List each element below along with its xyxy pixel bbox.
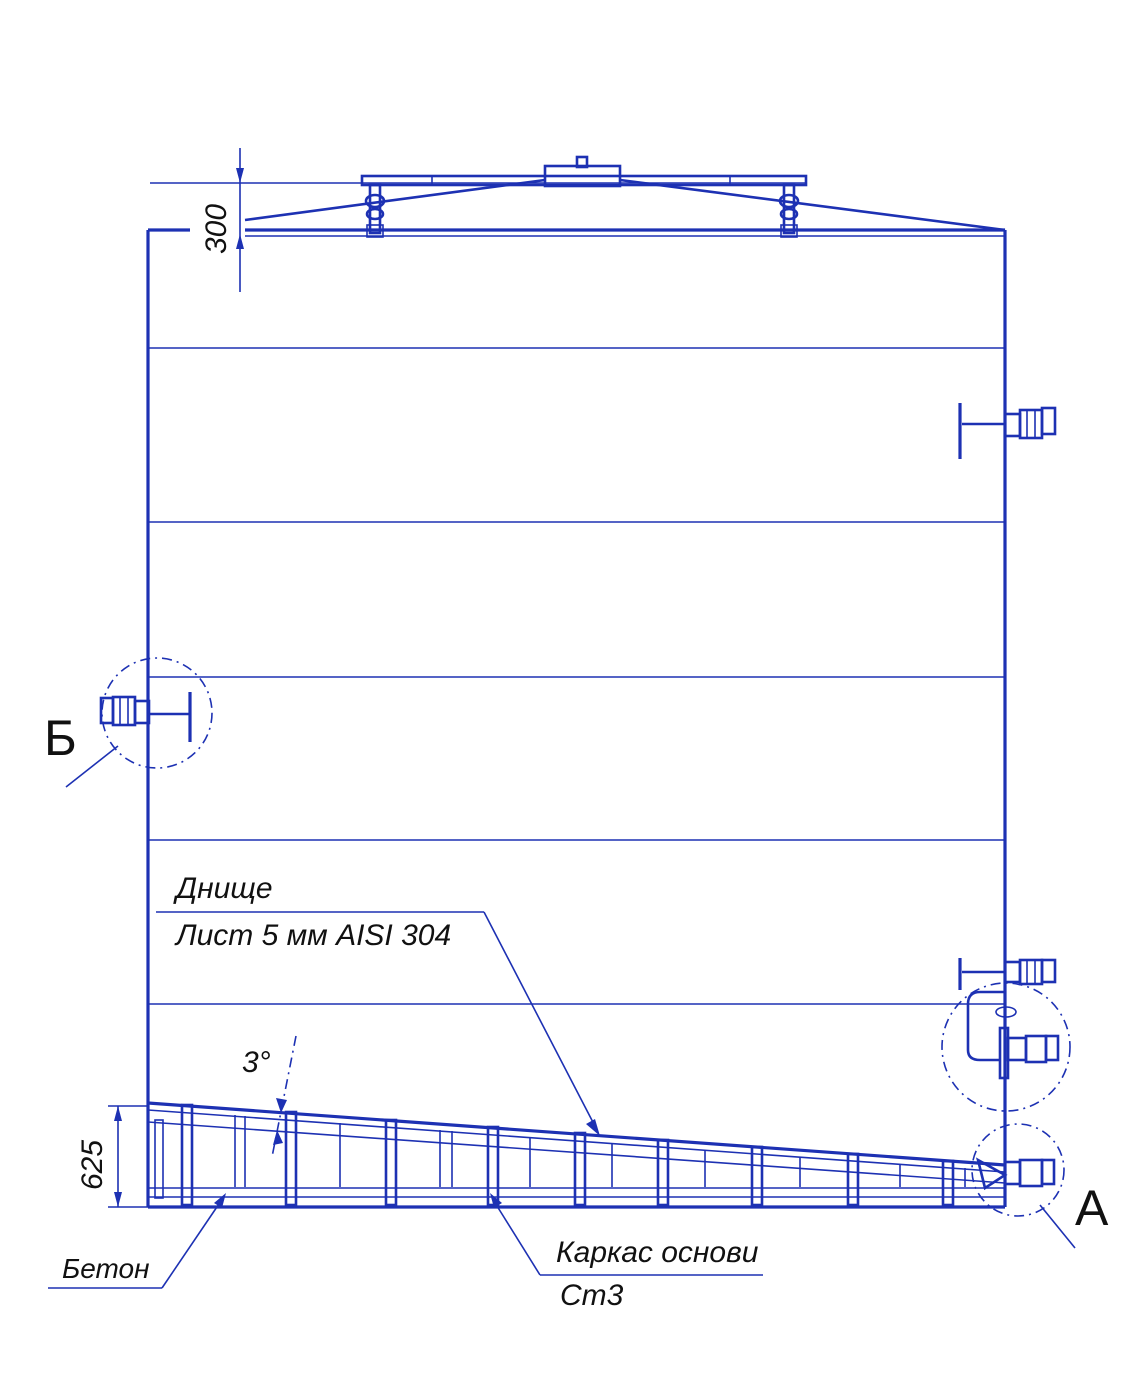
callout-frame-material: Ст3 [560,1279,624,1312]
drain-valve-icon: А [971,1123,1109,1249]
dimension-angle: 3° [242,1035,297,1158]
detail-label-a: А [1075,1180,1109,1236]
tank-shell [146,228,1007,1207]
dimension-base: 625 [76,1105,148,1208]
dimension-top-label: 300 [200,204,233,254]
dimension-base-label: 625 [76,1140,109,1190]
callout-bottom-plate: Днище Лист 5 мм AISI 304 [156,872,600,1136]
frame-stiffeners [154,1103,955,1207]
dimension-top: 300 [150,148,362,292]
valve-icon-upper-right [958,403,1057,459]
callout-concrete: Бетон [48,1193,226,1289]
valve-icon-left: Б [44,657,213,788]
valve-icon-lower-right [958,958,1057,990]
shell-seams [148,347,1005,1005]
callout-bottom-title: Днище [173,872,273,905]
sampling-valve-icon [941,982,1071,1112]
callout-frame: Каркас основи Ст3 [490,1193,763,1312]
detail-label-b: Б [44,710,77,766]
frame-hatching [234,1115,966,1187]
base-frame [147,1101,1006,1209]
callout-bottom-material: Лист 5 мм AISI 304 [174,919,451,952]
callout-concrete-label: Бетон [62,1253,149,1284]
roof-assembly [244,155,1006,238]
callout-frame-title: Каркас основи [556,1236,759,1269]
dimension-angle-label: 3° [242,1046,271,1079]
